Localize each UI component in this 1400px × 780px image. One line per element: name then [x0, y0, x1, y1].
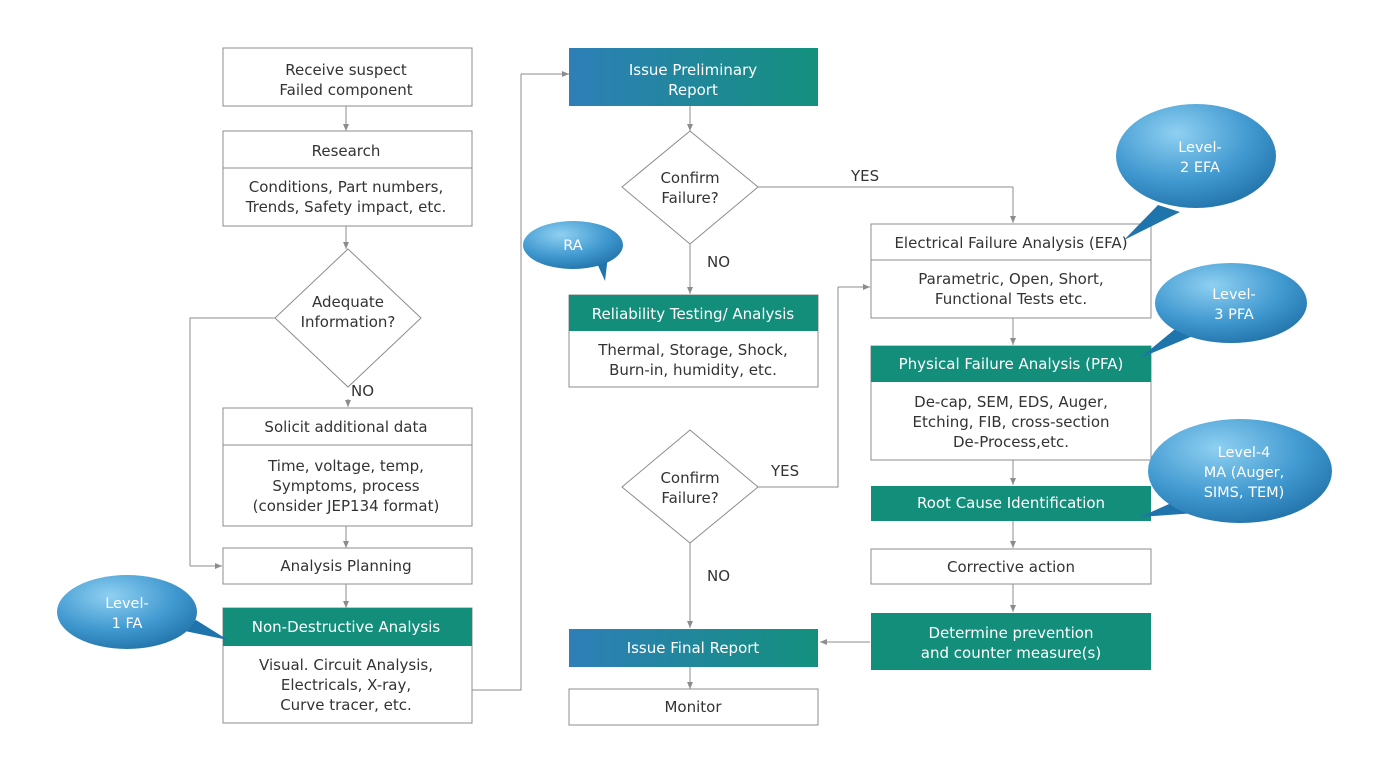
confirm1-yes-label: YES	[850, 167, 879, 185]
svg-text:Visual. Circuit Analysis,Elect: Visual. Circuit Analysis, Electricals, X-…	[259, 656, 433, 714]
level2-line-2: 2 EFA	[1180, 160, 1220, 176]
adequate-line-2: Information?	[301, 313, 396, 331]
svg-text:Parametric, Open, Short,Functi: Parametric, Open, Short, Functional Tests…	[918, 270, 1103, 308]
receive-line-1: Receive suspect	[285, 61, 407, 79]
level4-line-2: MA (Auger,	[1204, 465, 1285, 481]
nda-body-1: Visual. Circuit Analysis,	[259, 656, 433, 674]
svg-text:Level-3 PFA: Level- 3 PFA	[1212, 287, 1256, 323]
level2-line-1: Level-	[1178, 140, 1222, 156]
svg-text:Conditions, Part numbers,Trend: Conditions, Part numbers, Trends, Safety …	[245, 178, 446, 216]
reliability-title: Reliability Testing/ Analysis	[592, 305, 795, 323]
confirm1-line-2: Failure?	[661, 189, 718, 207]
solicit-title: Solicit additional data	[264, 418, 427, 436]
non-destructive-analysis-box: Non-Destructive Analysis Visual. Circuit…	[222, 607, 473, 724]
reliability-testing-box: Reliability Testing/ Analysis Thermal, S…	[568, 294, 819, 388]
research-title: Research	[312, 142, 381, 160]
svg-text:Time, voltage, temp,Symptoms,: Time, voltage, temp, Symptoms, process (co…	[253, 457, 440, 515]
nda-body-3: Curve tracer, etc.	[280, 696, 412, 714]
analysis-planning-box: Analysis Planning	[222, 547, 473, 585]
issue-final-report-box: Issue Final Report	[569, 629, 818, 667]
connectors	[189, 71, 1016, 691]
adequate-no-label: NO	[351, 382, 374, 400]
pfa-body-2: Etching, FIB, cross-section	[912, 413, 1109, 431]
reliability-body-2: Burn-in, humidity, etc.	[609, 361, 777, 379]
pfa-body-1: De-cap, SEM, EDS, Auger,	[914, 393, 1108, 411]
final-report-label: Issue Final Report	[627, 639, 760, 657]
svg-text:Level-2 EFA: Level- 2 EFA	[1178, 140, 1222, 176]
nda-title: Non-Destructive Analysis	[252, 618, 441, 636]
efa-title: Electrical Failure Analysis (EFA)	[894, 234, 1127, 252]
research-box: Research Conditions, Part numbers, Trends…	[222, 130, 473, 227]
solicit-body-1: Time, voltage, temp,	[267, 457, 424, 475]
prelim-line-2: Report	[668, 81, 718, 99]
receive-line-2: Failed component	[279, 81, 412, 99]
confirm2-yes-label: YES	[770, 462, 799, 480]
confirm2-line-1: Confirm	[660, 469, 719, 487]
confirm2-line-2: Failure?	[661, 489, 718, 507]
svg-text:De-cap, SEM, EDS, Auger,Etchin: De-cap, SEM, EDS, Auger, Etching, FIB, cr…	[912, 393, 1109, 451]
ra-label: RA	[563, 238, 582, 254]
prelim-line-1: Issue Preliminary	[629, 61, 757, 79]
svg-text:Level-4MA (Auger,SIMS, TEM): Level-4 MA (Auger, SIMS, TEM)	[1204, 445, 1285, 501]
research-body-2: Trends, Safety impact, etc.	[245, 198, 446, 216]
reliability-body-1: Thermal, Storage, Shock,	[597, 341, 787, 359]
ra-callout: RA	[523, 221, 623, 281]
prevention-line-2: and counter measure(s)	[921, 644, 1101, 662]
root-cause-label: Root Cause Identification	[917, 494, 1105, 512]
confirm2-no-label: NO	[707, 567, 730, 585]
svg-text:Level-1 FA: Level- 1 FA	[105, 596, 149, 632]
prevention-line-1: Determine prevention	[928, 624, 1093, 642]
corrective-label: Corrective action	[947, 558, 1075, 576]
efa-box: Electrical Failure Analysis (EFA) Parame…	[870, 223, 1152, 319]
planning-label: Analysis Planning	[280, 557, 411, 575]
pfa-body-3: De-Process,etc.	[953, 433, 1069, 451]
prevention-box: Determine prevention and counter measure(…	[871, 613, 1151, 670]
level4-line-1: Level-4	[1218, 445, 1271, 461]
level1-line-1: Level-	[105, 596, 149, 612]
level1-line-2: 1 FA	[112, 616, 143, 632]
root-cause-box: Root Cause Identification	[871, 486, 1151, 521]
level4-line-3: SIMS, TEM)	[1204, 485, 1285, 501]
level3-line-2: 3 PFA	[1214, 307, 1254, 323]
solicit-body-3: (consider JEP134 format)	[253, 497, 440, 515]
level3-line-1: Level-	[1212, 287, 1256, 303]
level3-callout: Level- 3 PFA	[1140, 263, 1307, 358]
level4-callout: Level-4 MA (Auger, SIMS, TEM)	[1140, 419, 1332, 523]
confirm1-line-1: Confirm	[660, 169, 719, 187]
confirm1-no-label: NO	[707, 253, 730, 271]
efa-body-2: Functional Tests etc.	[935, 290, 1087, 308]
solicit-box: Solicit additional data Time, voltage, t…	[222, 407, 473, 527]
monitor-label: Monitor	[664, 698, 722, 716]
svg-text:Thermal, Storage, Shock,Burn-i: Thermal, Storage, Shock, Burn-in, humidit…	[597, 341, 787, 379]
monitor-box: Monitor	[568, 688, 819, 726]
nda-body-2: Electricals, X-ray,	[281, 676, 411, 694]
level1-callout: Level- 1 FA	[57, 575, 228, 649]
adequate-line-1: Adequate	[312, 293, 384, 311]
efa-body-1: Parametric, Open, Short,	[918, 270, 1103, 288]
level2-callout: Level- 2 EFA	[1116, 104, 1276, 240]
pfa-title: Physical Failure Analysis (PFA)	[899, 355, 1124, 373]
solicit-body-2: Symptoms, process	[272, 477, 419, 495]
pfa-box: Physical Failure Analysis (PFA) De-cap, …	[870, 345, 1152, 461]
corrective-action-box: Corrective action	[870, 548, 1152, 585]
research-body-1: Conditions, Part numbers,	[249, 178, 443, 196]
